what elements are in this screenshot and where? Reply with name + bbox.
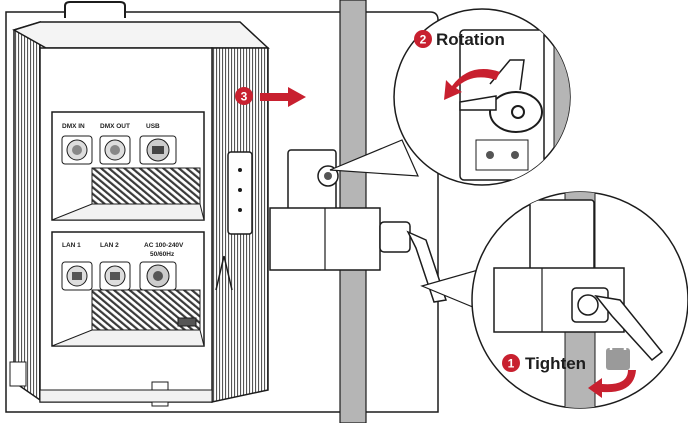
usb-port [139,135,177,165]
lock-icon [606,338,630,370]
lan1-port [61,261,93,291]
lan2-port [99,261,131,291]
curved-arrow-tighten-icon [588,370,636,398]
mounting-plate [227,151,253,235]
dmx-in-port [61,135,93,165]
port-label-ac-1: AC 100-240V [144,242,184,249]
zoom-rotation-detail: 2 Rotation [393,8,571,186]
foot-left [9,361,27,387]
control-box: DMX IN DMX OUT USB LAN 1 LAN 2 AC 100-24… [5,1,439,413]
port-label-dmx-out: DMX OUT [100,123,130,130]
left-side-face [13,20,41,402]
upper-vent-panel [91,167,201,205]
port-label-lan2: LAN 2 [100,242,119,249]
top-face [12,21,270,49]
svg-text:1: 1 [508,357,515,371]
port-label-ac-2: 50/60Hz [150,251,175,258]
base [39,389,213,403]
ac-power-port [139,261,177,291]
port-label-lan1: LAN 1 [62,242,81,249]
port-label-dmx-in: DMX IN [62,123,85,130]
dmx-out-port [99,135,131,165]
svg-text:3: 3 [241,90,248,104]
top-handle [64,1,126,18]
pole-clamp [269,149,447,303]
step-3-marker: 3 [235,87,253,105]
brand-mark [215,255,233,291]
step-2-label: Rotation [436,30,505,49]
curved-arrow-icon [444,69,500,100]
svg-text:2: 2 [420,33,427,47]
tighten-lever [594,294,664,362]
front-face [39,47,213,403]
zoom-tighten-detail: 1 Tighten [471,191,688,409]
fuse-holder [177,317,197,327]
port-label-usb: USB [146,123,160,130]
step-1-label: Tighten [525,354,586,373]
arrow-right-icon [260,87,306,107]
step-1-marker: 1 [502,354,520,372]
step-2-marker: 2 [414,30,432,48]
